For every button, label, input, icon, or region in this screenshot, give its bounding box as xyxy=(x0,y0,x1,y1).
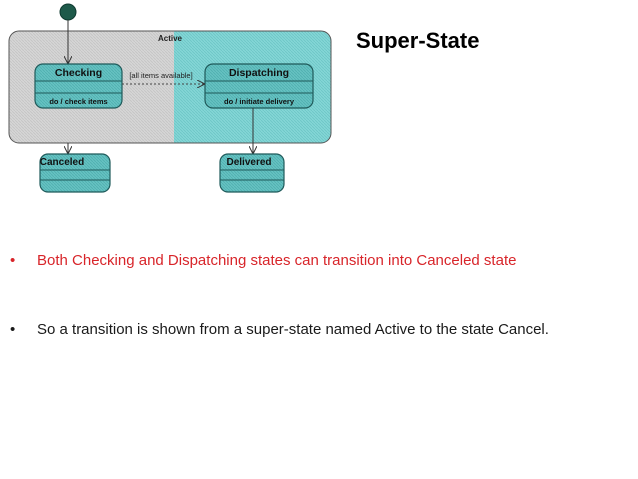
guard-condition: [all items available] xyxy=(129,71,192,80)
bullet-text: So a transition is shown from a super-st… xyxy=(37,321,549,338)
slide-title: Super-State xyxy=(356,28,480,53)
bullet-marker: • xyxy=(10,252,16,269)
state-checking: Checking do / check items xyxy=(34,63,123,109)
superstate-label: Active xyxy=(158,34,183,43)
bullet-marker: • xyxy=(10,321,16,338)
state-canceled-name: Canceled xyxy=(40,157,84,168)
bullet-text: Both Checking and Dispatching states can… xyxy=(37,252,517,269)
state-delivered: Delivered xyxy=(219,153,285,193)
state-checking-name: Checking xyxy=(55,67,102,79)
state-dispatching-name: Dispatching xyxy=(229,67,289,79)
state-canceled: Canceled xyxy=(39,153,111,193)
initial-node xyxy=(59,3,77,21)
state-checking-action: do / check items xyxy=(49,97,107,106)
state-delivered-name: Delivered xyxy=(226,157,271,168)
state-dispatching-action: do / initiate delivery xyxy=(224,97,295,106)
state-dispatching: Dispatching do / initiate delivery xyxy=(204,63,314,109)
